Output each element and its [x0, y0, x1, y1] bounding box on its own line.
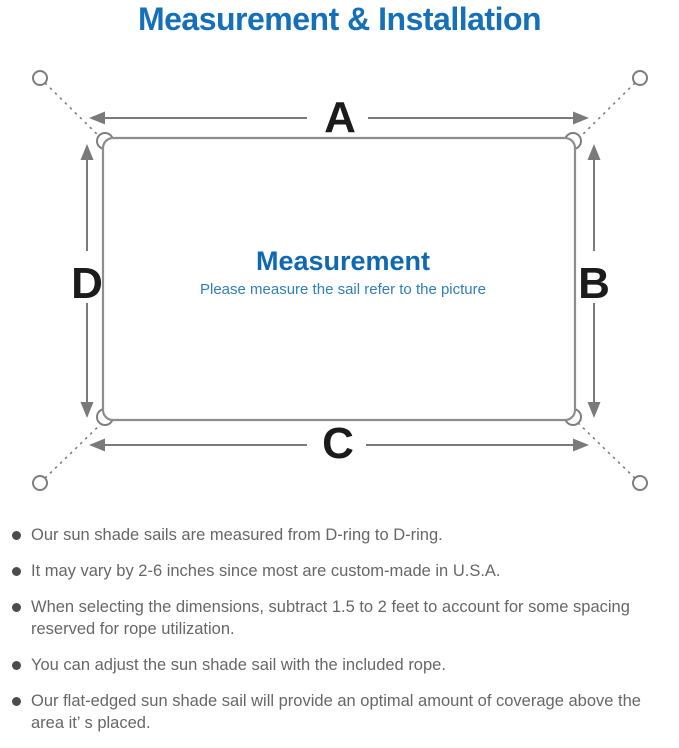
arrowhead-c-right — [573, 438, 589, 452]
note-text: You can adjust the sun shade sail with t… — [31, 656, 446, 674]
sail-outline — [101, 136, 577, 422]
diagram-center-title: Measurement — [256, 246, 430, 276]
bullet-icon — [12, 531, 21, 540]
arrowhead-d-top — [80, 144, 94, 160]
note-text: Our sun shade sails are measured from D-… — [31, 526, 443, 544]
dimension-label-c: C — [322, 419, 354, 468]
bullet-icon — [12, 567, 21, 576]
arrowhead-a-right — [573, 111, 589, 125]
list-item: You can adjust the sun shade sail with t… — [10, 654, 672, 676]
bullet-icon — [12, 603, 21, 612]
dimension-label-b: B — [578, 259, 610, 308]
rope-line-bottom-right — [573, 418, 641, 484]
arrowhead-b-top — [587, 144, 601, 160]
anchor-point-top-left — [32, 70, 48, 86]
anchor-point-top-right — [632, 70, 648, 86]
note-text: When selecting the dimensions, subtract … — [31, 598, 630, 638]
anchor-point-bottom-right — [632, 475, 648, 491]
page-title: Measurement & Installation — [137, 1, 542, 37]
notes-list: Our sun shade sails are measured from D-… — [10, 524, 672, 748]
arrowhead-b-bottom — [587, 402, 601, 418]
note-text: Our flat-edged sun shade sail will provi… — [31, 692, 641, 732]
measurement-diagram-svg: A B C D Measurement Please measure the s… — [32, 70, 648, 491]
bullet-icon — [12, 661, 21, 670]
dimension-label-a: A — [324, 93, 356, 142]
note-text: It may vary by 2-6 inches since most are… — [31, 562, 501, 580]
diagram-center-subtitle: Please measure the sail refer to the pic… — [200, 281, 486, 298]
rope-lines — [39, 77, 641, 484]
arrowhead-c-left — [89, 438, 105, 452]
anchor-points — [32, 70, 648, 491]
rope-line-top-right — [573, 77, 641, 144]
list-item: When selecting the dimensions, subtract … — [10, 596, 672, 640]
rope-line-bottom-left — [39, 418, 107, 484]
dimension-label-d: D — [71, 259, 103, 308]
bullet-icon — [12, 697, 21, 706]
list-item: It may vary by 2-6 inches since most are… — [10, 560, 672, 582]
rope-line-top-left — [39, 77, 107, 144]
arrowhead-d-bottom — [80, 402, 94, 418]
anchor-point-bottom-left — [32, 475, 48, 491]
list-item: Our flat-edged sun shade sail will provi… — [10, 690, 672, 734]
list-item: Our sun shade sails are measured from D-… — [10, 524, 672, 546]
measurement-diagram: A B C D Measurement Please measure the s… — [0, 60, 679, 520]
arrowhead-a-left — [89, 111, 105, 125]
